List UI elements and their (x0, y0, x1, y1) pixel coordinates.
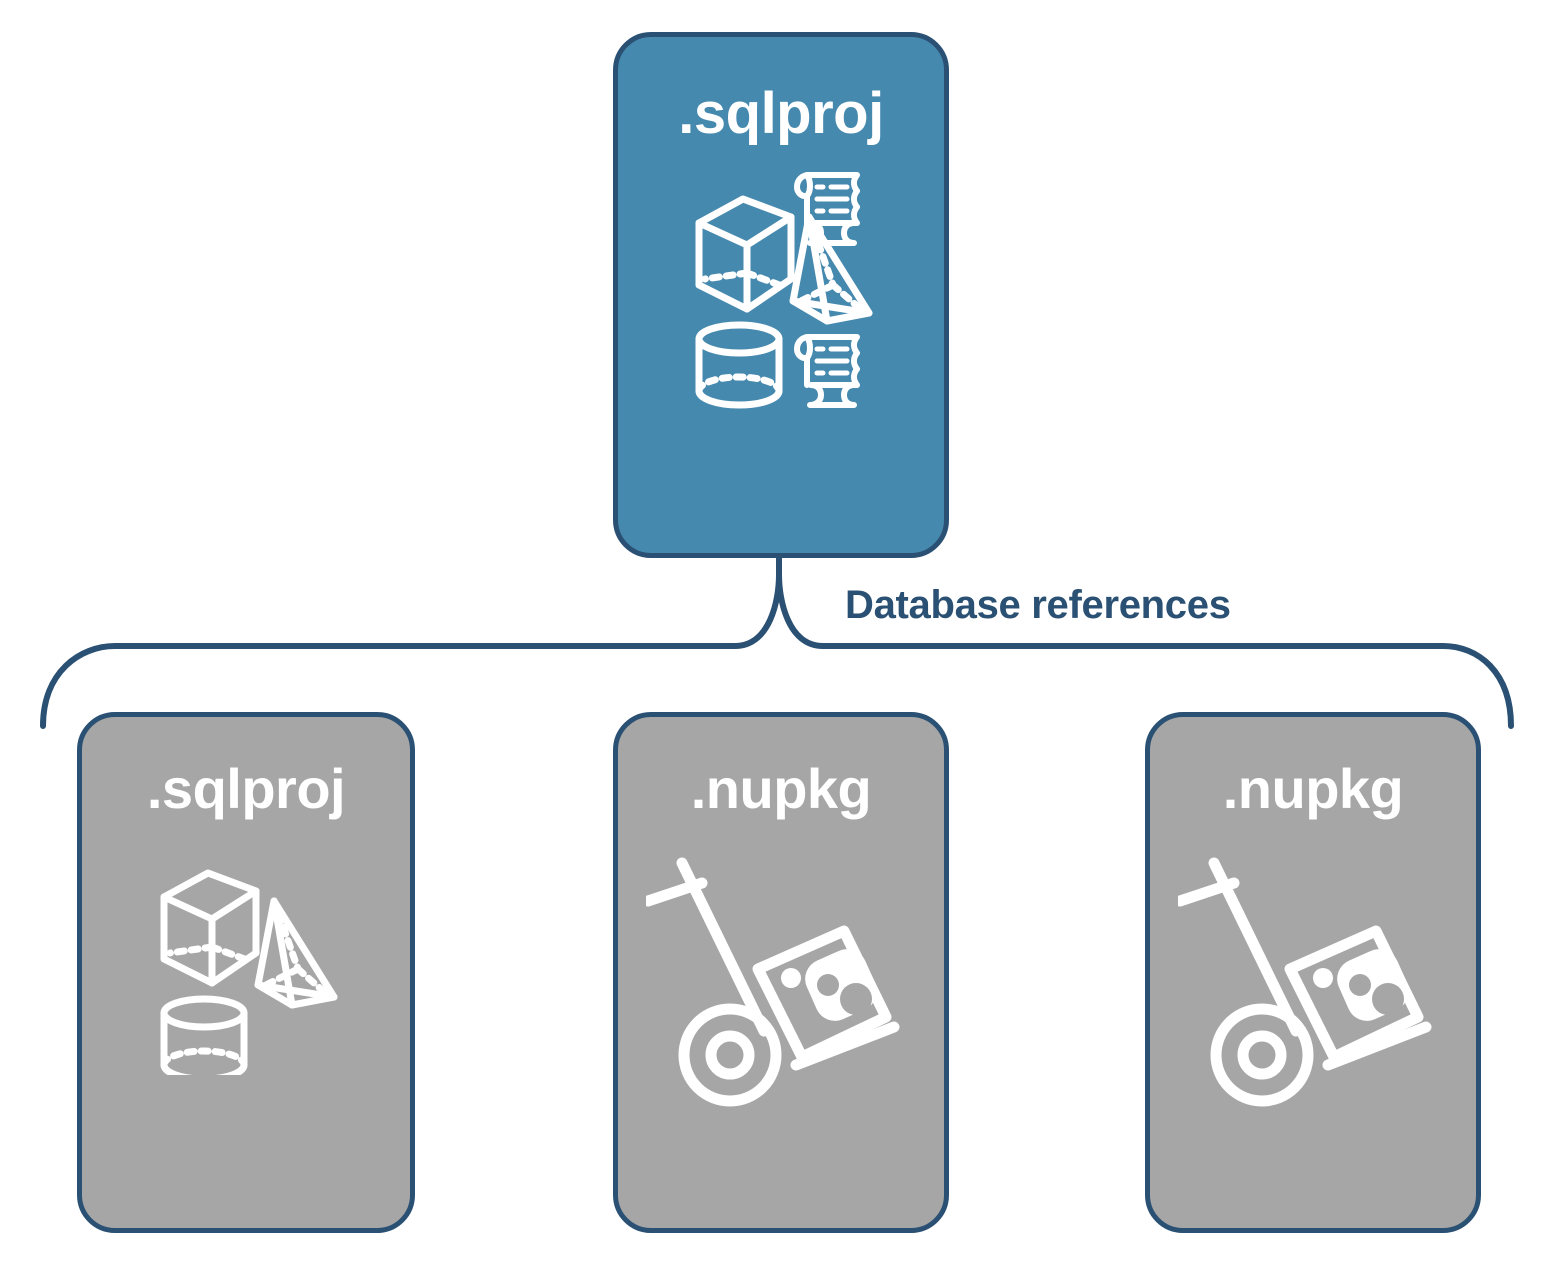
node-label-sqlproj-root: .sqlproj (678, 81, 884, 146)
dolly-wheel (1210, 1003, 1314, 1107)
package-box (1284, 925, 1424, 1063)
script-scroll-icon-bottom (794, 334, 860, 408)
package-box (752, 925, 892, 1063)
nuget-logo-dot (1313, 968, 1333, 988)
dolly-base (790, 1021, 900, 1071)
dolly-base (1322, 1021, 1432, 1071)
node-nupkg-first[interactable]: .nupkg (613, 712, 949, 1233)
pyramid-icon (789, 213, 873, 325)
node-sqlproj-root[interactable]: .sqlproj (613, 32, 949, 558)
database-shapes-and-scripts-icon (681, 161, 881, 426)
cylinder-icon (160, 995, 248, 1083)
cylinder-icon (695, 321, 783, 409)
database-shapes-icon (146, 865, 346, 1083)
cube-icon (160, 869, 260, 987)
node-label-nupkg-first: .nupkg (690, 757, 872, 820)
connector-label: Database references (845, 583, 1231, 627)
nuget-logo (805, 949, 877, 1021)
nuget-package-dolly-icon (1174, 847, 1448, 1112)
script-scroll-icon-top (794, 172, 860, 246)
dolly-handle (1174, 857, 1302, 1037)
dolly-handle (642, 857, 770, 1037)
nuget-logo-holes (817, 974, 872, 1015)
node-label-nupkg-second: .nupkg (1222, 757, 1404, 820)
cube-icon (695, 195, 795, 313)
nuget-package-dolly-icon (642, 847, 916, 1112)
nuget-logo-dot (781, 968, 801, 988)
dolly-wheel (678, 1003, 782, 1107)
pyramid-icon (254, 897, 338, 1009)
node-label-sqlproj-reference: .sqlproj (146, 757, 346, 820)
node-nupkg-second[interactable]: .nupkg (1145, 712, 1481, 1233)
nuget-logo (1337, 949, 1409, 1021)
node-sqlproj-reference[interactable]: .sqlproj (77, 712, 415, 1233)
nuget-logo-holes (1349, 974, 1404, 1015)
